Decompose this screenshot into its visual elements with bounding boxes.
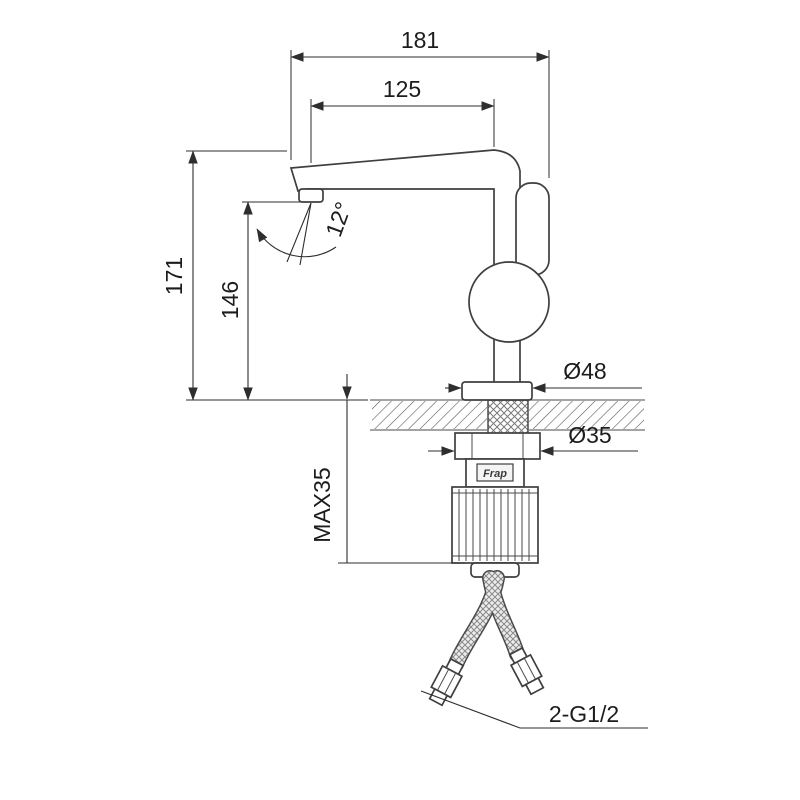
base-flange [461,381,533,401]
hose-right [483,571,524,661]
ball-joint [468,261,550,343]
faucet-spout [289,149,521,393]
dimension-total-height: 171 [161,150,368,401]
fitting-right-facets [516,657,536,684]
dimension-base-diameter: Ø48 [445,358,642,393]
thread-callout: 2-G1/2 [420,690,648,729]
dimension-spout-reach: 125 [310,76,495,163]
dim-connection-thread: 2-G1/2 [549,701,619,727]
mounting-nut [451,486,539,564]
lock-nut-facets [471,433,524,459]
countertop [370,399,645,431]
dim-base-diameter: Ø48 [563,358,606,384]
dim-total-width: 181 [401,27,439,53]
mounting-nut-bevels [452,492,538,557]
mounting-nut-ribs [458,489,530,561]
dim-spout-reach: 125 [383,76,421,102]
fitting-right [508,646,545,696]
dim-total-height: 171 [161,257,187,295]
supply-hoses [428,570,545,707]
dim-spout-height: 146 [217,281,243,319]
ext-181 [290,50,550,178]
faucet-handle [515,182,550,276]
lock-nut [454,432,541,460]
deck-hatch-right [529,401,644,429]
spray-lines [286,202,312,266]
brand-label: Frap [483,468,507,480]
leader-2g12 [420,690,648,729]
angle-arc [256,228,337,258]
dim-spray-angle: 12° [320,198,356,240]
ext-171 [186,150,368,401]
fitting-left-facets [437,668,457,695]
faucet-body [289,149,550,401]
dim-nut-diameter: Ø35 [568,422,611,448]
fitting-left [428,657,465,707]
dimension-spout-height: 146 [217,201,300,401]
under-deck-hardware: Frap [451,432,541,578]
deck-hatch-left [372,401,487,429]
dimension-nut-diameter: Ø35 [428,422,638,456]
spray-angle-annotation: 12° [256,198,357,266]
brand-plate [476,463,514,482]
dimension-total-width: 181 [290,27,550,178]
aerator [298,188,324,203]
dim-max-deck-thickness: MAX35 [309,467,335,542]
fitting-right-tip [524,676,545,696]
dimension-max-deck-thickness: MAX35 [309,374,465,564]
